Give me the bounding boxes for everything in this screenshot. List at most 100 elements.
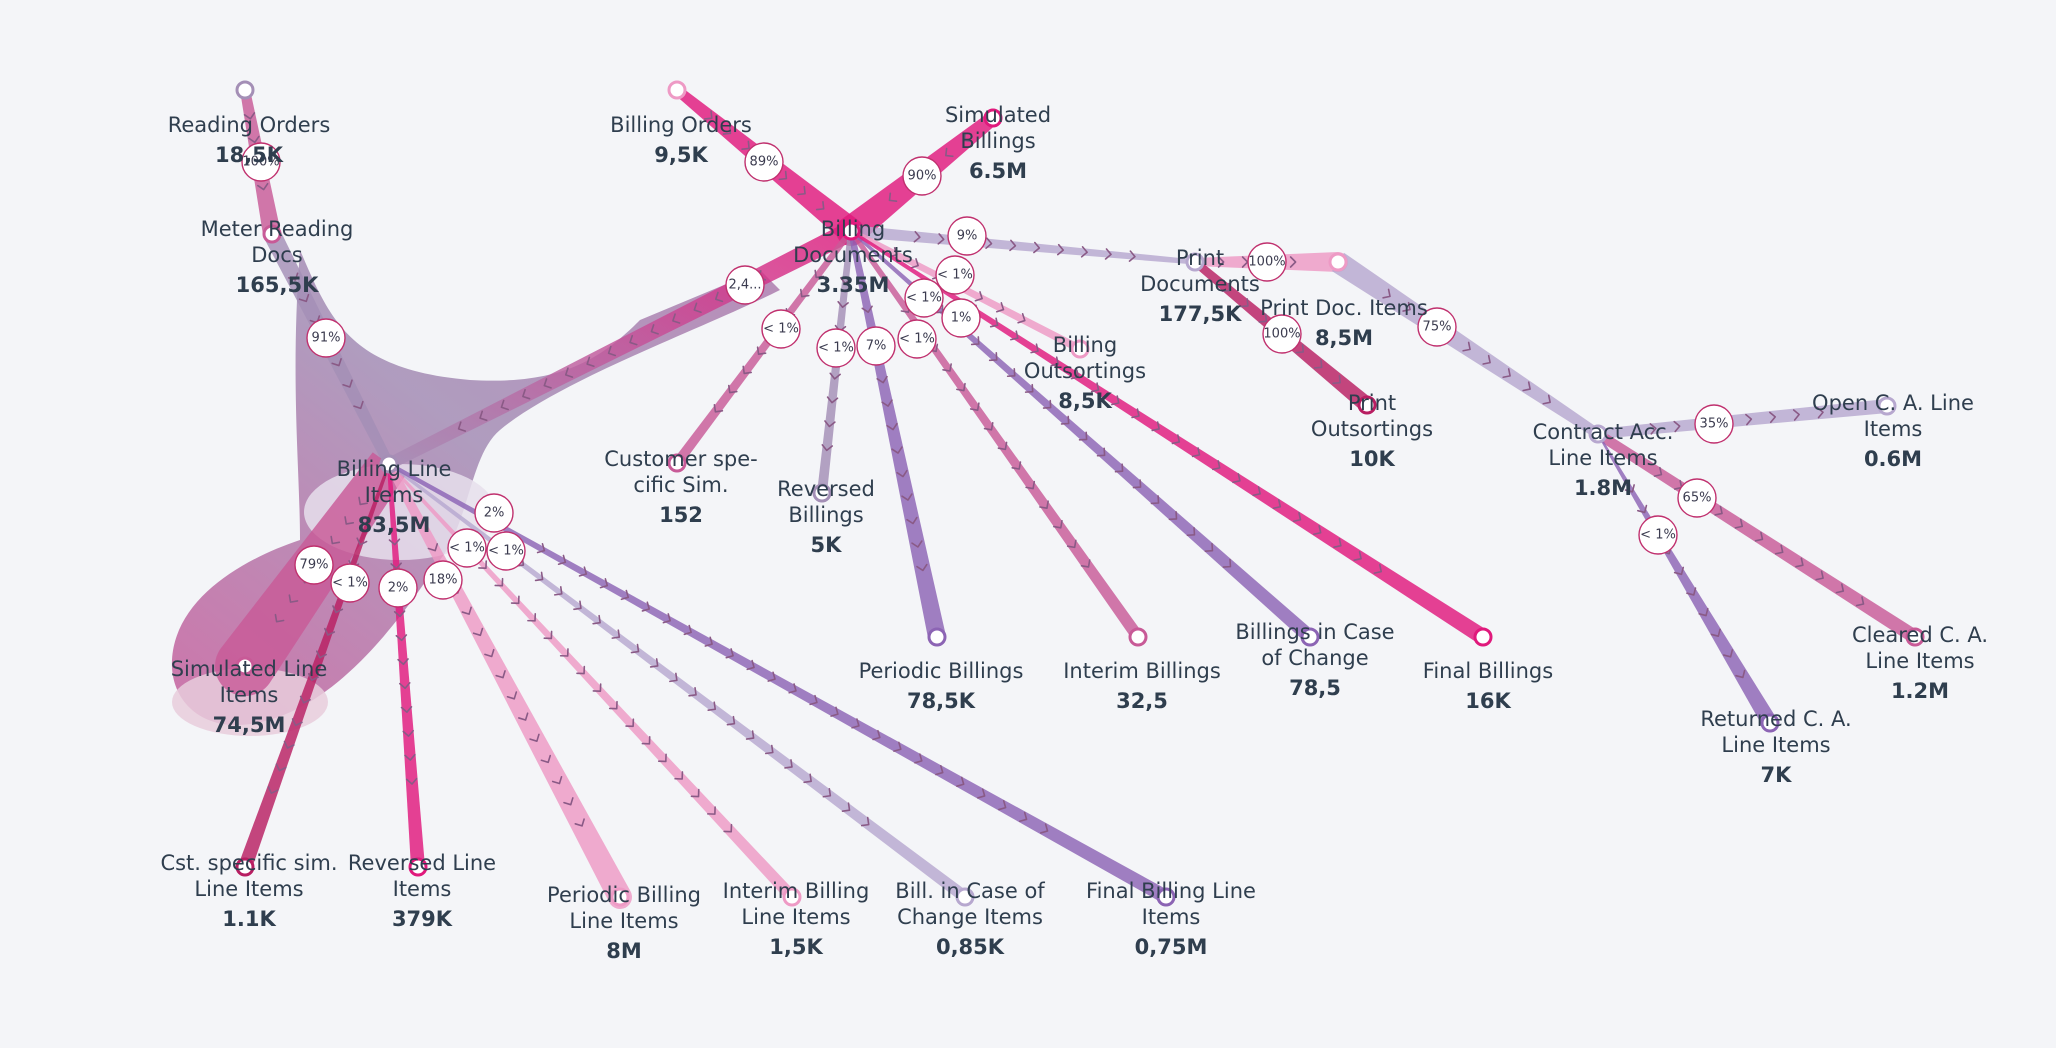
edge-arrows-billing-documents-to-billing-outsortings bbox=[889, 247, 1026, 324]
edge-arrows-billing-line-items-to-interim-billing-line-items bbox=[461, 542, 733, 833]
node-dot-billing-documents[interactable] bbox=[841, 221, 861, 241]
edge-pct-badge: < 1% bbox=[486, 531, 526, 571]
edge-pct-circle bbox=[1262, 314, 1302, 354]
edge-pct-circle bbox=[378, 568, 418, 608]
node-dot-simulated-line-items[interactable] bbox=[235, 656, 255, 676]
node-value: 74,5M bbox=[213, 713, 286, 737]
node-dot-print-outsortings[interactable] bbox=[1357, 395, 1377, 415]
node-dot-interim-billings[interactable] bbox=[1128, 627, 1148, 647]
edge-pct-circle bbox=[241, 142, 281, 182]
node-dot-meter-reading-docs[interactable] bbox=[262, 224, 282, 244]
edge-arrows-billing-line-items-to-final-billing-line-items bbox=[536, 542, 1049, 834]
node-dot-periodic-billings[interactable] bbox=[927, 627, 947, 647]
edge-pct-circle bbox=[330, 563, 370, 603]
node-dot-returned-ca-line-items[interactable] bbox=[1760, 713, 1780, 733]
edge-billing-line-items-to-bill-case-of-change-items bbox=[388, 462, 971, 903]
node-dot-simulated-billings[interactable] bbox=[983, 108, 1003, 128]
node-dot-billing-orders[interactable] bbox=[667, 80, 687, 100]
edge-pct-circle bbox=[1417, 307, 1457, 347]
node-dot-final-billing-line-items[interactable] bbox=[1156, 887, 1176, 907]
node-dot-interim-billing-line-items[interactable] bbox=[782, 887, 802, 907]
node-dot-periodic-billing-line-items[interactable] bbox=[610, 887, 630, 907]
node-value: 0,75M bbox=[1135, 935, 1208, 959]
node-dot-billings-case-of-change[interactable] bbox=[1300, 627, 1320, 647]
edge-pct-circle bbox=[816, 328, 856, 368]
edge-pct-badge: 2% bbox=[474, 493, 514, 533]
node-dot-cst-specific-sim-line-items[interactable] bbox=[235, 857, 255, 877]
node-dot-final-billings[interactable] bbox=[1473, 627, 1493, 647]
edge-pct-text: < 1% bbox=[818, 341, 854, 356]
node-value: 7K bbox=[1761, 763, 1793, 787]
edge-pct-badge: 100% bbox=[241, 142, 281, 182]
edge-pct-text: < 1% bbox=[899, 332, 935, 347]
node-value: 379K bbox=[392, 907, 453, 931]
edge-pct-badge: 89% bbox=[744, 142, 784, 182]
node-dot-cleared-ca-line-items[interactable] bbox=[1905, 627, 1925, 647]
node-value: 16K bbox=[1465, 689, 1511, 713]
edge-pct-circle bbox=[447, 528, 487, 568]
edge-arrows-billing-line-items-to-cst-specific-sim-line-items bbox=[267, 537, 368, 795]
node-value: 0.6M bbox=[1864, 447, 1922, 471]
node-name: Cst. specific sim.Line Items bbox=[160, 851, 337, 901]
edge-pct-text: 100% bbox=[1263, 327, 1300, 342]
edge-billing-line-items-to-interim-billing-line-items bbox=[387, 462, 798, 903]
edge-pct-circle bbox=[1638, 515, 1678, 555]
node-value: 83,5M bbox=[358, 513, 431, 537]
edge-pct-circle bbox=[306, 318, 346, 358]
edge-pct-circle bbox=[725, 265, 765, 305]
node-dot-print-documents[interactable] bbox=[1185, 252, 1205, 272]
simulated-line-items-highlight bbox=[172, 668, 328, 736]
node-label-customer-specific-sim[interactable]: Customer spe-cific Sim.152 bbox=[604, 447, 757, 527]
node-dot-print-doc-items[interactable] bbox=[1328, 252, 1348, 272]
node-dot-billing-line-items[interactable] bbox=[379, 454, 399, 474]
node-dot-open-ca-line-items[interactable] bbox=[1877, 396, 1897, 416]
node-dot-reading-orders[interactable] bbox=[235, 80, 255, 100]
edge-billing-documents-to-customer-specific-sim bbox=[672, 229, 854, 468]
node-dot-billing-outsortings[interactable] bbox=[1070, 339, 1090, 359]
edge-pct-badge: 7% bbox=[856, 326, 896, 366]
node-dot-reversed-billings[interactable] bbox=[812, 483, 832, 503]
node-dot-bill-case-of-change-items[interactable] bbox=[955, 887, 975, 907]
percentages-layer: 100%91%89%90%9%2,4...1%< 1%< 1%7%< 1%< 1… bbox=[241, 142, 1734, 608]
node-value: 9,5K bbox=[654, 143, 708, 167]
edge-pct-text: 100% bbox=[1248, 255, 1285, 270]
edge-pct-text: < 1% bbox=[488, 544, 524, 559]
node-value: 0,85K bbox=[936, 935, 1005, 959]
edge-arrows-billing-documents-to-billings-case-of-change bbox=[934, 304, 1232, 568]
node-dot-contract-acc-line-items[interactable] bbox=[1588, 424, 1608, 444]
node-dot-reversed-line-items[interactable] bbox=[408, 857, 428, 877]
node-value: 1.8M bbox=[1574, 476, 1632, 500]
node-value: 8,5K bbox=[1058, 389, 1112, 413]
node-dot-customer-specific-sim[interactable] bbox=[667, 453, 687, 473]
